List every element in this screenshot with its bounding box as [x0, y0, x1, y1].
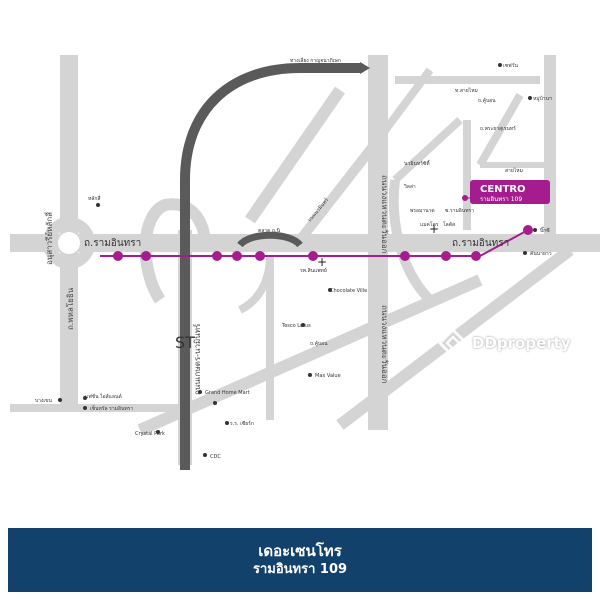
label-tesco: Tesco Lotus: [281, 323, 311, 329]
route-station: [232, 251, 242, 261]
label-central: เซ็นทรัล รามอินทรา: [90, 404, 133, 412]
label-right-top5: หมู่บ้านฯ: [533, 95, 552, 102]
label-lak-si: หลักสี่: [88, 195, 100, 202]
route-station: [308, 251, 318, 261]
label-villa: วิลล่า: [404, 183, 416, 190]
label-makro: แมคโคร: [420, 221, 439, 228]
label-phahonyothin: ถ.พหลโยธิน: [65, 287, 75, 330]
label-lotus-right: โลตัส: [443, 221, 455, 228]
label-cable: ถ.คู้บอน: [310, 340, 328, 347]
label-sai-mai: สายไหม: [505, 167, 523, 174]
expressway-arrow: [360, 62, 370, 74]
project-banner: เดอะเซนโทร รามอินทรา 109: [8, 528, 592, 592]
label-grand-home: Grand Home Mart: [205, 390, 250, 396]
label-hospital: รพ.สินแพทย์: [300, 267, 327, 274]
label-bangkhen: บางเขน: [35, 398, 53, 404]
label-chocolate-ville: Chocolate Ville: [330, 288, 367, 294]
label-outer-ring-top: ถนนวงแหวนตะวันออก: [380, 175, 389, 254]
watermark-text: DDproperty: [472, 334, 571, 352]
route-line: [100, 225, 533, 261]
banner-subtitle: รามอินทรา 109: [252, 562, 348, 577]
label-khanayao: คันนายาว: [530, 251, 552, 257]
project-brand: CENTRO: [480, 184, 526, 195]
label-max-value: Max Value: [315, 373, 341, 379]
label-boonchu: ซ.รามอินทรา: [445, 207, 474, 214]
label-right-top2: ท.สายไหม: [455, 87, 478, 94]
route-station: [523, 225, 533, 235]
project-marker: CENTRO รามอินทรา 109: [462, 180, 550, 204]
label-ramintra-right: ถ.รามอินทรา: [452, 238, 509, 249]
label-outer-ring-bottom: ถนนวงแหวนตะวันออก: [380, 305, 389, 384]
label-right-top4: ถ.พระยาสุเรนทร์: [480, 125, 516, 132]
poi-dots: [58, 63, 537, 457]
ddproperty-logo-icon: [438, 328, 468, 358]
route-station: [441, 251, 451, 261]
project-subtitle: รามอินทรา 109: [480, 196, 522, 203]
label-kaset-nawamin: ถนนเกษตร-นวมินทร์: [192, 323, 202, 395]
label-cdc: CDC: [210, 454, 221, 460]
label-nawamin-city: นวมินทร์ซิตี้: [404, 158, 431, 167]
hospital-icon: +: [317, 255, 327, 269]
route-station: [141, 251, 151, 261]
watermark: DDproperty: [438, 328, 571, 358]
banner-title: เดอะเซนโทร: [258, 542, 342, 560]
route-station: [212, 251, 222, 261]
route-station: [471, 251, 481, 261]
hospital-markers: + +: [317, 222, 439, 269]
label-crystal-park: Crystal Park: [135, 431, 165, 437]
hospital-icon: +: [429, 222, 439, 236]
expressway: [180, 63, 360, 470]
route-station: [113, 251, 123, 261]
label-police: ร.ร. เซียร์ก: [230, 420, 254, 427]
area-map: CENTRO รามอินทรา 109 + + ถ.รามอินทรา ถ.ร…: [10, 55, 600, 470]
label-big-c: บิ๊กซี: [540, 226, 550, 234]
label-project-tag: ST: [175, 333, 195, 352]
label-lak-si-circle: อนุสาวรีย์หลักสี่: [43, 212, 54, 265]
label-fashion: แฟชั่น ไอส์แลนด์: [85, 393, 122, 400]
label-promenade: พรอมานาด: [410, 208, 435, 214]
label-bypass-top: ทางเลี่ยง กาญจนาภิเษก: [290, 57, 341, 64]
route-station: [400, 251, 410, 261]
label-right-top3: ถ.คู้บอน: [478, 97, 496, 104]
route-station: [255, 251, 265, 261]
lak-si-roundabout: [43, 217, 95, 269]
label-market: ตลาด ถ.นิ: [258, 227, 281, 234]
label-right-top1: เซฟวัน: [503, 63, 518, 69]
label-ramintra-left: ถ.รามอินทรา: [84, 238, 141, 249]
road-network: [10, 55, 600, 465]
